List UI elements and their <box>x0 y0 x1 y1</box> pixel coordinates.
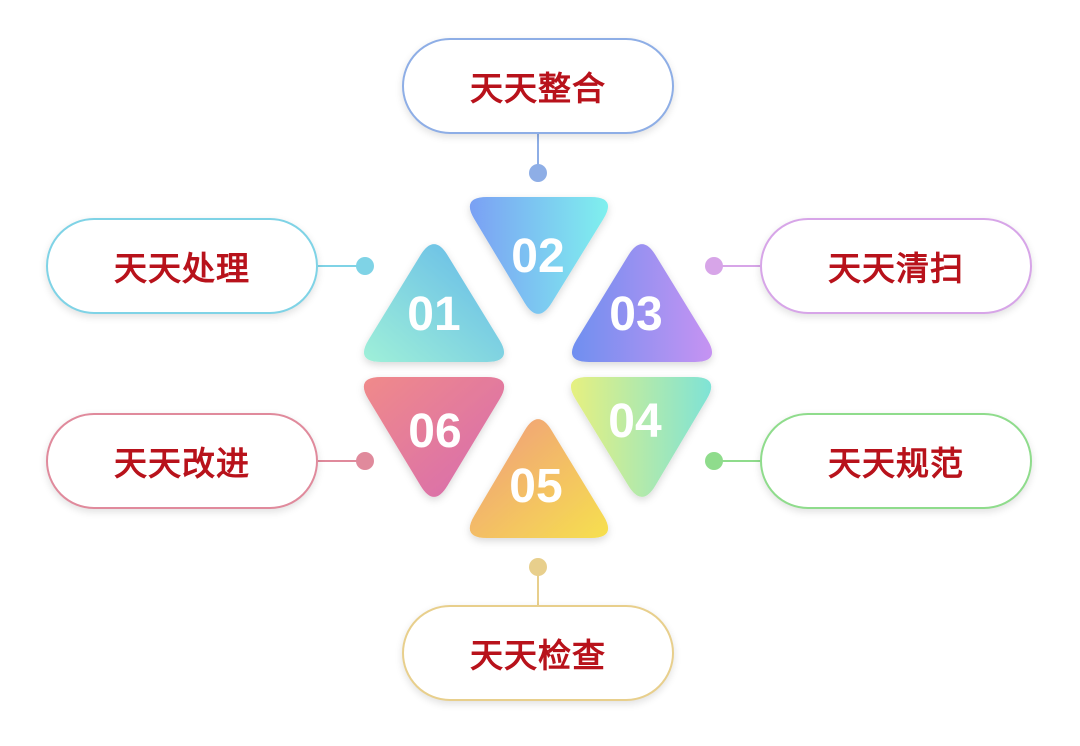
connector-dot <box>705 257 723 275</box>
triangle-segment-04 <box>570 377 712 497</box>
segment-number: 05 <box>509 460 562 513</box>
label-text: 天天处理 <box>114 249 250 288</box>
triangle-segment-01 <box>363 244 505 362</box>
label-text: 天天规范 <box>828 444 964 483</box>
label-text: 天天整合 <box>470 69 606 108</box>
segment-number: 03 <box>609 288 662 341</box>
connector-dot <box>705 452 723 470</box>
connector-dot <box>356 452 374 470</box>
segment-number: 04 <box>608 395 662 448</box>
label-pill-05: 天天检查 <box>402 605 674 701</box>
connector-dot <box>356 257 374 275</box>
triangle-segment-02 <box>469 197 609 314</box>
segment-number: 06 <box>408 405 461 458</box>
triangle-segment-05 <box>469 419 609 538</box>
label-text: 天天改进 <box>114 444 250 483</box>
segment-number: 02 <box>511 230 564 283</box>
connector-dot <box>529 164 547 182</box>
label-pill-04: 天天规范 <box>760 413 1032 509</box>
label-pill-06: 天天改进 <box>46 413 318 509</box>
label-pill-02: 天天整合 <box>402 38 674 134</box>
label-text: 天天检查 <box>470 636 606 675</box>
triangle-segment-03 <box>571 244 713 362</box>
label-pill-03: 天天清扫 <box>760 218 1032 314</box>
segment-number: 01 <box>407 288 460 341</box>
label-text: 天天清扫 <box>828 249 964 288</box>
connector-dot <box>529 558 547 576</box>
triangle-segment-06 <box>363 377 505 497</box>
label-pill-01: 天天处理 <box>46 218 318 314</box>
